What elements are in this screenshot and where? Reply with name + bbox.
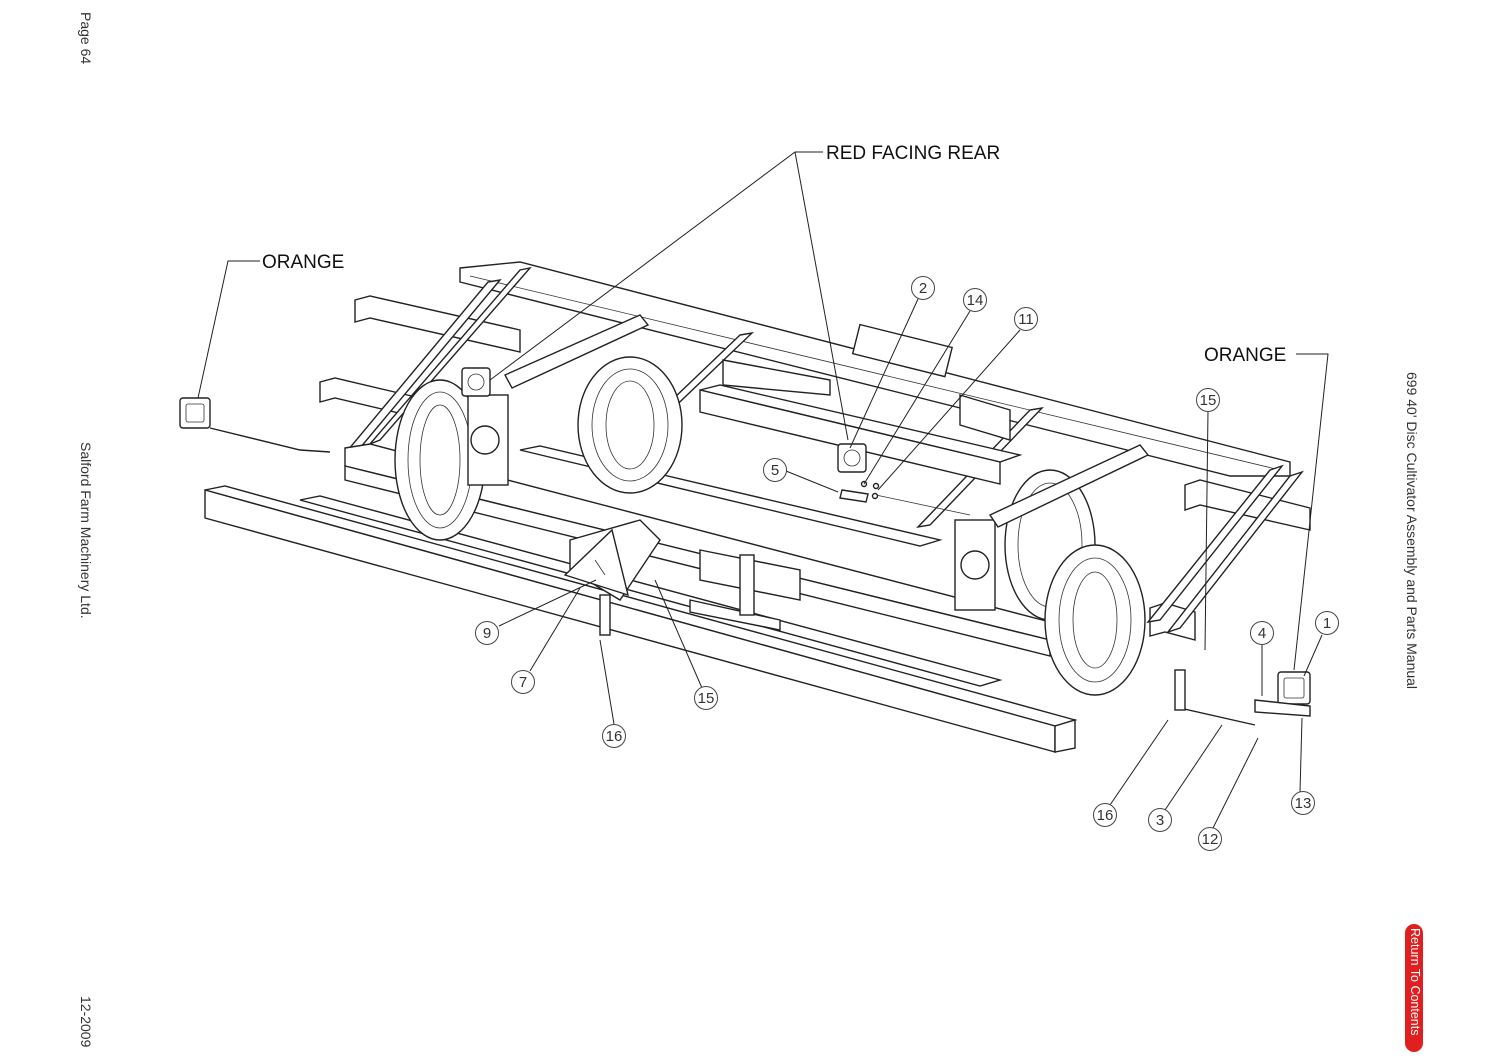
note-orange-left: ORANGE [262,252,344,273]
note-orange-right: ORANGE [1204,345,1286,366]
right-wheel-pair [954,469,1146,696]
callout-4: 4 [1250,621,1274,645]
svg-text:2: 2 [919,280,927,297]
callout-11: 11 [1014,307,1038,331]
svg-text:4: 4 [1258,625,1266,642]
svg-text:12: 12 [1202,831,1219,848]
svg-text:15: 15 [1200,392,1217,409]
callout-15-center: 15 [694,686,718,710]
svg-text:9: 9 [483,625,491,642]
svg-text:16: 16 [606,728,623,745]
turnbuckle-links [504,314,1150,528]
svg-text:3: 3 [1156,812,1164,829]
callout-13: 13 [1291,791,1315,815]
front-frame-rails [299,443,1051,687]
svg-text:16: 16 [1097,807,1114,824]
svg-text:1: 1 [1323,615,1331,632]
callout-1: 1 [1315,611,1339,635]
red-light-left [461,367,491,397]
return-to-contents-button[interactable]: Return To Contents [1405,924,1423,1052]
red-light-center [837,443,867,473]
svg-text:14: 14 [967,292,984,309]
svg-text:5: 5 [771,462,779,479]
callout-7: 7 [511,670,535,694]
warning-lights [179,367,1311,726]
callout-14: 14 [963,288,987,312]
orange-light-right [1174,669,1311,726]
svg-text:15: 15 [698,690,715,707]
note-red-facing-rear: RED FACING REAR [826,143,1000,164]
smv-sign [563,528,629,597]
callout-3: 3 [1148,808,1172,832]
callout-12: 12 [1198,827,1222,851]
orange-light-left [179,397,331,453]
callout-16-right: 16 [1093,803,1117,827]
svg-text:11: 11 [1018,311,1034,328]
left-wheel-pair [394,356,683,541]
leader-lines [197,151,1329,829]
svg-text:13: 13 [1295,795,1312,812]
callout-5: 5 [763,458,787,482]
callout-2: 2 [911,276,935,300]
callout-9: 9 [475,621,499,645]
svg-text:7: 7 [519,674,527,691]
callout-15-right: 15 [1196,388,1220,412]
front-beam [204,485,1078,753]
callout-16-center: 16 [602,724,626,748]
